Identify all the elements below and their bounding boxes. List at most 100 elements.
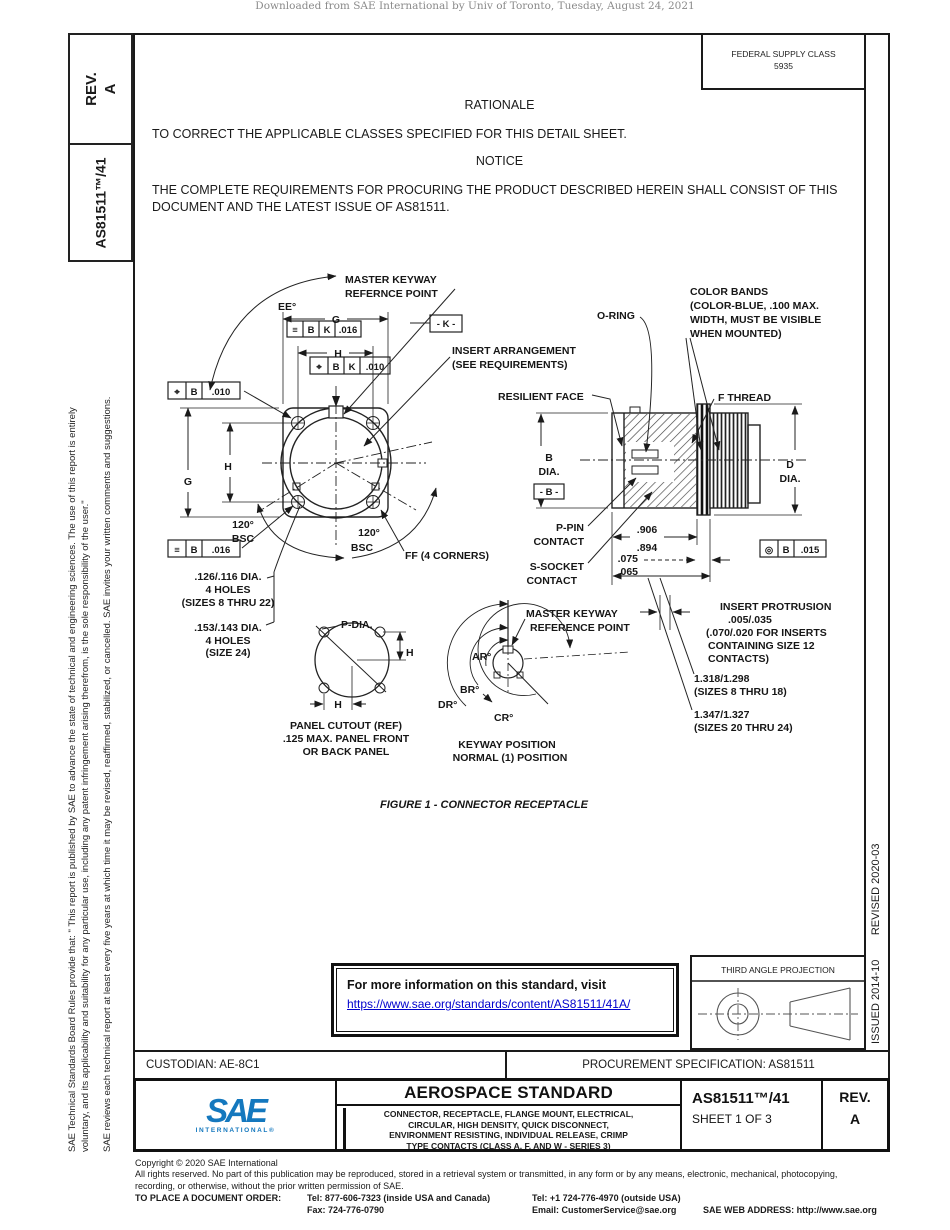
label-dim-065: .065	[618, 566, 639, 578]
label-insert-arrangement-1: INSERT ARRANGEMENT	[452, 345, 576, 357]
label-keyway-position-2: NORMAL (1) POSITION	[453, 752, 568, 764]
label-b-dia-1: B	[545, 452, 553, 464]
side-view-dimensions	[536, 316, 802, 711]
title-divider	[337, 1104, 680, 1106]
drawing-labels: MASTER KEYWAY REFERNCE POINT EE° G H G H…	[173, 274, 831, 811]
fax-number: Fax: 724-776-0790	[307, 1204, 385, 1215]
subtitle-line-4: TYPE CONTACTS (CLASS A, F, AND W - SERIE…	[406, 1140, 611, 1151]
custodian-cell: CUSTODIAN: AE-8C1	[133, 1052, 507, 1078]
more-info-box-inner: For more information on this standard, v…	[336, 968, 674, 1032]
subtitle-line-2: CIRCULAR, HIGH DENSITY, QUICK DISCONNECT…	[408, 1119, 609, 1130]
front-view-dimensions	[180, 273, 456, 626]
rights-line-1: All rights reserved. No part of this pub…	[135, 1169, 838, 1180]
label-bsc2: BSC	[351, 542, 374, 554]
footer: Copyright © 2020 SAE International All r…	[135, 1158, 941, 1217]
sae-logo-cell: SAE INTERNATIONAL®	[136, 1081, 337, 1149]
label-bsc1: BSC	[232, 533, 255, 545]
label-cr: CR°	[494, 712, 513, 724]
label-insert-protrusion-4: CONTAINING SIZE 12	[708, 640, 815, 652]
figure-caption: FIGURE 1 - CONNECTOR RECEPTACLE	[380, 799, 589, 811]
legal-review-text: SAE reviews each technical report at lea…	[102, 396, 113, 1152]
label-ar: AR°	[472, 651, 491, 663]
fcf4-datum: B	[191, 545, 198, 556]
fcf3-datum: B	[191, 387, 198, 398]
figure-1-drawing: MASTER KEYWAY REFERNCE POINT EE° G H G H…	[167, 273, 831, 811]
label-holes1-dia: .126/.116 DIA.	[194, 571, 261, 583]
fcf1-datum: B	[308, 325, 315, 336]
label-cutout-h-right: H	[406, 647, 414, 659]
label-dim-h: H	[334, 348, 342, 360]
fcf2-datum2: K	[349, 362, 356, 373]
fcf2-tolerance: .010	[366, 362, 385, 373]
fcf4-tolerance: .016	[212, 545, 231, 556]
label-ee: EE°	[278, 301, 296, 313]
notice-line2: DOCUMENT AND THE LATEST ISSUE OF AS81511…	[152, 200, 450, 214]
fcf1-datum2: K	[324, 325, 331, 336]
fcf5-symbol: ◎	[765, 545, 774, 556]
label-f-thread: F THREAD	[718, 392, 771, 404]
legal-board-line2: voluntary, and its applicability and sui…	[80, 500, 91, 1152]
label-d-dia-1: D	[786, 459, 794, 471]
keyway-diagram-geometry	[446, 600, 631, 707]
more-info-box: For more information on this standard, v…	[331, 963, 679, 1037]
sae-logo-subtext: INTERNATIONAL®	[195, 1127, 276, 1134]
rights-line-2: recording, or otherwise, without the pri…	[135, 1180, 404, 1191]
standard-type-title: AEROSPACE STANDARD	[404, 1083, 613, 1102]
subtitle-line-1: CONNECTOR, RECEPTACLE, FLANGE MOUNT, ELE…	[383, 1109, 634, 1119]
label-s-socket-2: CONTACT	[526, 575, 577, 587]
fcf2-symbol: ⌖	[315, 362, 322, 373]
label-color-bands-2: (COLOR-BLUE, .100 MAX.	[690, 300, 819, 312]
document-number: AS81511™/41	[692, 1090, 790, 1107]
label-insert-protrusion-5: CONTACTS)	[708, 653, 769, 665]
label-keyway-position-1: KEYWAY POSITION	[458, 739, 555, 751]
sae-logo: SAE	[206, 1092, 268, 1129]
label-color-bands-1: COLOR BANDS	[690, 286, 768, 298]
standard-subtitle: CONNECTOR, RECEPTACLE, FLANGE MOUNT, ELE…	[337, 1109, 680, 1151]
doc-number-vertical: AS81511™/41	[92, 156, 109, 249]
custodian-row: CUSTODIAN: AE-8C1 PROCUREMENT SPECIFICAT…	[133, 1050, 890, 1078]
fcf3-symbol: ⌖	[173, 387, 180, 398]
federal-supply-class-box: FEDERAL SUPPLY CLASS 5935	[701, 35, 864, 90]
projection-label: THIRD ANGLE PROJECTION	[721, 965, 835, 975]
more-info-text: For more information on this standard, v…	[347, 978, 607, 992]
legal-board-text: SAE Technical Standards Board Rules prov…	[66, 407, 92, 1152]
label-left-g: G	[184, 476, 192, 488]
datum-k-flag: - K -	[437, 319, 455, 330]
rev-value: A	[101, 83, 119, 95]
label-dr: DR°	[438, 699, 457, 711]
sheet-number: SHEET 1 OF 3	[692, 1112, 772, 1126]
label-holes2-sizes: (SIZE 24)	[206, 647, 251, 659]
label-length-2b: (SIZES 20 THRU 24)	[694, 722, 793, 734]
label-master-keyway-2a: MASTER KEYWAY	[526, 608, 618, 620]
revision-cell: REV. A	[823, 1081, 887, 1149]
label-insert-protrusion-3: (.070/.020 FOR INSERTS	[706, 627, 827, 639]
right-column-divider	[864, 35, 866, 1050]
label-insert-protrusion-2: .005/.035	[728, 614, 772, 626]
label-dim-906: .906	[637, 524, 658, 536]
feature-control-frames	[167, 314, 827, 558]
procurement-cell: PROCUREMENT SPECIFICATION: AS81511	[582, 1059, 815, 1071]
fsc-label: FEDERAL SUPPLY CLASS	[731, 49, 836, 59]
datum-b-flag: - B -	[540, 487, 558, 498]
label-bsc2-deg: 120°	[358, 527, 380, 539]
label-master-keyway-2b: REFERENCE POINT	[530, 622, 630, 634]
label-panel-1: PANEL CUTOUT (REF)	[290, 720, 402, 732]
fcf2-datum: B	[333, 362, 340, 373]
label-dim-075: .075	[618, 553, 639, 565]
fcf5-datum: B	[783, 545, 790, 556]
label-panel-2: .125 MAX. PANEL FRONT	[283, 733, 410, 745]
legal-board-line1: SAE Technical Standards Board Rules prov…	[67, 407, 78, 1152]
label-master-keyway-top-1: MASTER KEYWAY	[345, 274, 437, 286]
revision-label: REV.	[839, 1089, 871, 1105]
title-block: SAE INTERNATIONAL® AEROSPACE STANDARD CO…	[133, 1078, 890, 1152]
web-address: SAE WEB ADDRESS: http://www.sae.org	[703, 1204, 877, 1215]
label-d-dia-2: DIA.	[780, 473, 801, 485]
label-s-socket-1: S-SOCKET	[530, 561, 585, 573]
standard-link[interactable]: https://www.sae.org/standards/content/AS…	[347, 997, 631, 1011]
label-master-keyway-top-2: REFERNCE POINT	[345, 288, 438, 300]
rev-label: REV.	[82, 72, 100, 106]
label-p-pin-2: CONTACT	[533, 536, 584, 548]
label-dim-g: G	[332, 314, 340, 326]
email-address: Email: CustomerService@sae.org	[532, 1204, 677, 1215]
